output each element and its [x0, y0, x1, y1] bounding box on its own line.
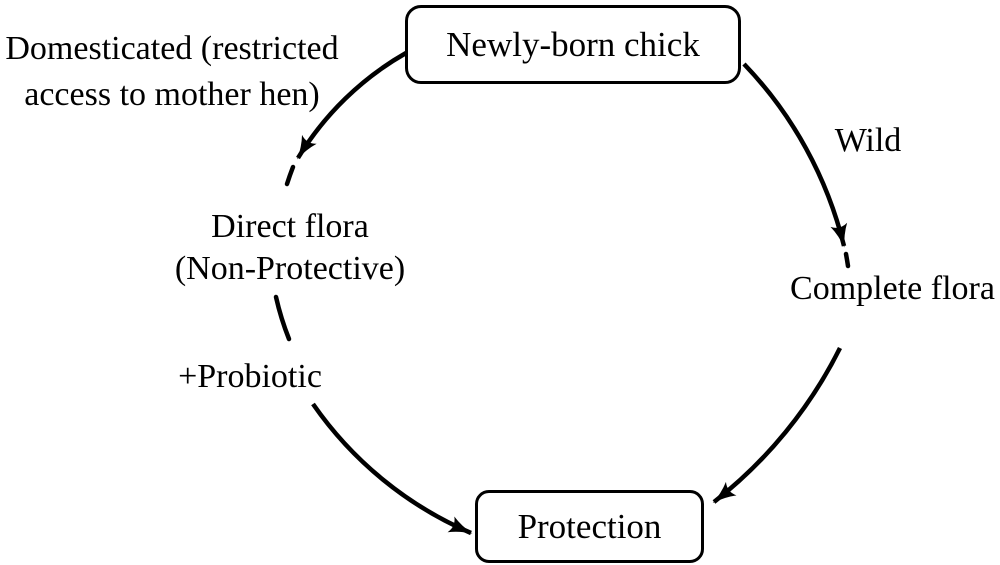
node-protection-label: Protection	[517, 506, 662, 546]
node-protection: Protection	[475, 490, 704, 563]
node-newly-born-chick-label: Newly-born chick	[446, 24, 700, 64]
label-complete-flora: Complete flora	[790, 270, 995, 307]
node-newly-born-chick: Newly-born chick	[405, 5, 741, 84]
label-domesticated-line1: Domesticated (restricted	[5, 30, 339, 67]
label-direct-flora-line1: Direct flora	[211, 208, 369, 245]
arrow-probiotic-to-protection-path	[311, 402, 473, 536]
arrow-domesticated-path	[296, 51, 408, 160]
arrow-wild-path	[742, 62, 848, 248]
label-direct-flora: Direct flora (Non-Protective)	[140, 206, 440, 290]
label-domesticated-line2: access to mother hen)	[24, 76, 320, 113]
arc-segment-left-mid	[273, 294, 292, 342]
label-direct-flora-line2: (Non-Protective)	[174, 250, 406, 287]
label-domesticated: Domesticated (restricted access to mothe…	[0, 26, 344, 118]
arc-stub-right-upper	[843, 251, 851, 269]
label-wild: Wild	[834, 122, 902, 159]
arc-stub-left-upper	[284, 164, 296, 187]
arrow-complete-flora-to-protection-path	[712, 346, 843, 504]
label-probiotic: +Probiotic	[178, 358, 322, 395]
